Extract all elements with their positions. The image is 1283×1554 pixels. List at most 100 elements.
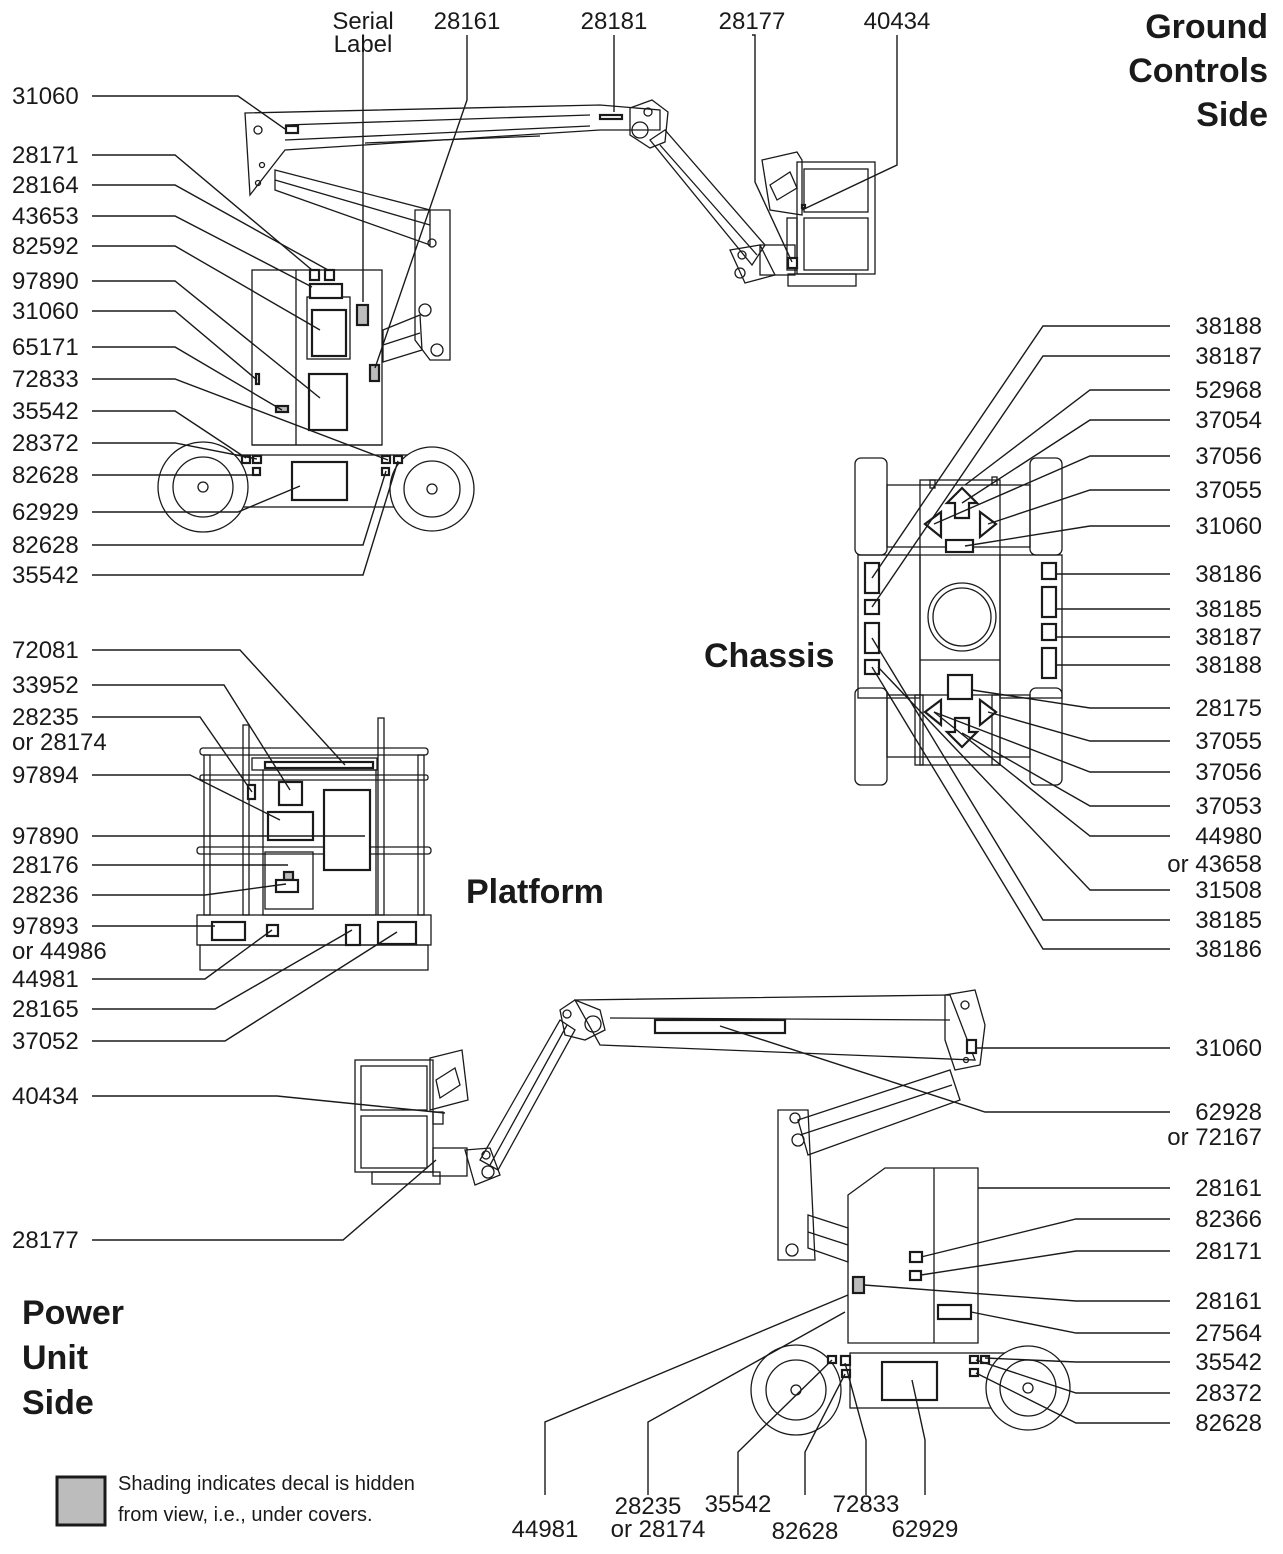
platform-label: 97894 [12,762,79,789]
lower-boom [797,1069,961,1156]
wheel-left [157,441,249,533]
chassis-label: 37056 [1195,759,1262,786]
chassis-label: 37053 [1195,793,1262,820]
ground-left-label: 28372 [12,430,79,457]
chassis-label: 52968 [1195,377,1262,404]
ground-top-label: 28177 [719,8,786,35]
ground-left-label: 28164 [12,172,79,199]
power-label: 62928 [1195,1099,1262,1126]
chassis-label: or 43658 [1167,851,1262,878]
platform-label: or 28174 [12,729,107,756]
hidden-decal-swatch [55,1475,107,1527]
ground-title-line1: Ground [1145,8,1268,46]
chassis-label: 38187 [1195,624,1262,651]
ground-left-label: 82628 [12,532,79,559]
chassis-label: 31508 [1195,877,1262,904]
platform-label: 97890 [12,823,79,850]
power-labels: 40434 28177 31060 62928 or 72167 28161 8… [12,1035,1262,1545]
ground-top-label: 28161 [434,8,501,35]
platform-label: 28236 [12,882,79,909]
chassis-label: 28175 [1195,695,1262,722]
ground-left-label: 35542 [12,398,79,425]
chassis-labels: 38188 38187 52968 37054 37056 37055 3106… [1167,313,1262,963]
platform-labels: 72081 33952 28235 or 28174 97894 97890 2… [12,637,107,1055]
power-label: 82366 [1195,1206,1262,1233]
power-leader-lines [92,1025,1170,1495]
platform-leader-lines [92,649,398,1042]
ground-labels: Serial Label 28161 28181 28177 40434 310… [12,8,930,589]
power-label: 28171 [1195,1238,1262,1265]
ground-top-label: 28181 [581,8,648,35]
legend: Shading indicates decal is hidden from v… [55,1473,415,1527]
tire [854,457,888,556]
serial-label-line2: Label [334,31,393,58]
platform-label: 28176 [12,852,79,879]
ground-left-label: 65171 [12,334,79,361]
ground-left-label: 35542 [12,562,79,589]
power-label: or 72167 [1167,1124,1262,1151]
power-title-line1: Power [22,1294,124,1332]
chassis-label: 37054 [1195,407,1262,434]
power-label: 31060 [1195,1035,1262,1062]
ground-left-label: 28171 [12,142,79,169]
power-label: 28177 [12,1227,79,1254]
legend-text-line1: Shading indicates decal is hidden [118,1473,415,1495]
ground-leader-lines [92,34,898,576]
power-bottom-label: 62929 [892,1516,959,1543]
chassis-label: 31060 [1195,513,1262,540]
chassis-title: Chassis [704,637,834,675]
power-label: 35542 [1195,1349,1262,1376]
platform-label: 44981 [12,966,79,993]
ground-left-label: 62929 [12,499,79,526]
power-side-machine [354,989,1071,1436]
serial-label-line1: Serial [332,8,393,35]
power-label: 40434 [12,1083,79,1110]
legend-text-line2: from view, i.e., under covers. [118,1504,373,1526]
power-title-line3: Side [22,1384,94,1422]
chassis-machine [854,457,1063,786]
platform-label: 33952 [12,672,79,699]
ground-left-label: 97890 [12,268,79,295]
chassis-label: 38186 [1195,561,1262,588]
ground-left-label: 43653 [12,203,79,230]
ground-left-label: 82628 [12,462,79,489]
platform-title: Platform [466,873,604,911]
platform-label: 72081 [12,637,79,664]
chassis-top-view: Chassis [704,313,1262,963]
jib-arm [479,1019,576,1171]
ground-left-label: 31060 [12,298,79,325]
upper-boom [244,104,661,197]
power-bottom-label: or 28174 [611,1516,706,1543]
power-label: 82628 [1195,1410,1262,1437]
arrow-down-decal [944,716,980,749]
upper-boom [573,994,976,1061]
power-label: 28372 [1195,1380,1262,1407]
chassis-label: 38188 [1195,313,1262,340]
ground-left-label: 82592 [12,233,79,260]
power-bottom-label: 35542 [705,1491,772,1518]
ground-title-line2: Controls [1128,52,1268,90]
platform-label: 97893 [12,913,79,940]
arrow-right-decal [978,509,998,540]
wheel-left [750,1344,842,1436]
power-label: 27564 [1195,1320,1262,1347]
tire [854,687,888,786]
platform-label: 37052 [12,1028,79,1055]
chassis-label: 38185 [1195,596,1262,623]
power-bottom-label: 44981 [512,1516,579,1543]
platform-label: 28165 [12,996,79,1023]
chassis-label: 38188 [1195,652,1262,679]
platform-label: 28235 [12,704,79,731]
platform-view: Platform [12,637,604,1055]
ground-side-machine [157,99,876,533]
chassis-label: 37055 [1195,728,1262,755]
lower-boom [274,169,431,246]
power-title-line2: Unit [22,1339,88,1377]
ground-controls-side-view: Ground Controls Side [12,8,1268,589]
power-bottom-label: 72833 [833,1491,900,1518]
power-side-body [847,1167,979,1344]
chassis-label: 37056 [1195,443,1262,470]
chassis-label: 38185 [1195,907,1262,934]
